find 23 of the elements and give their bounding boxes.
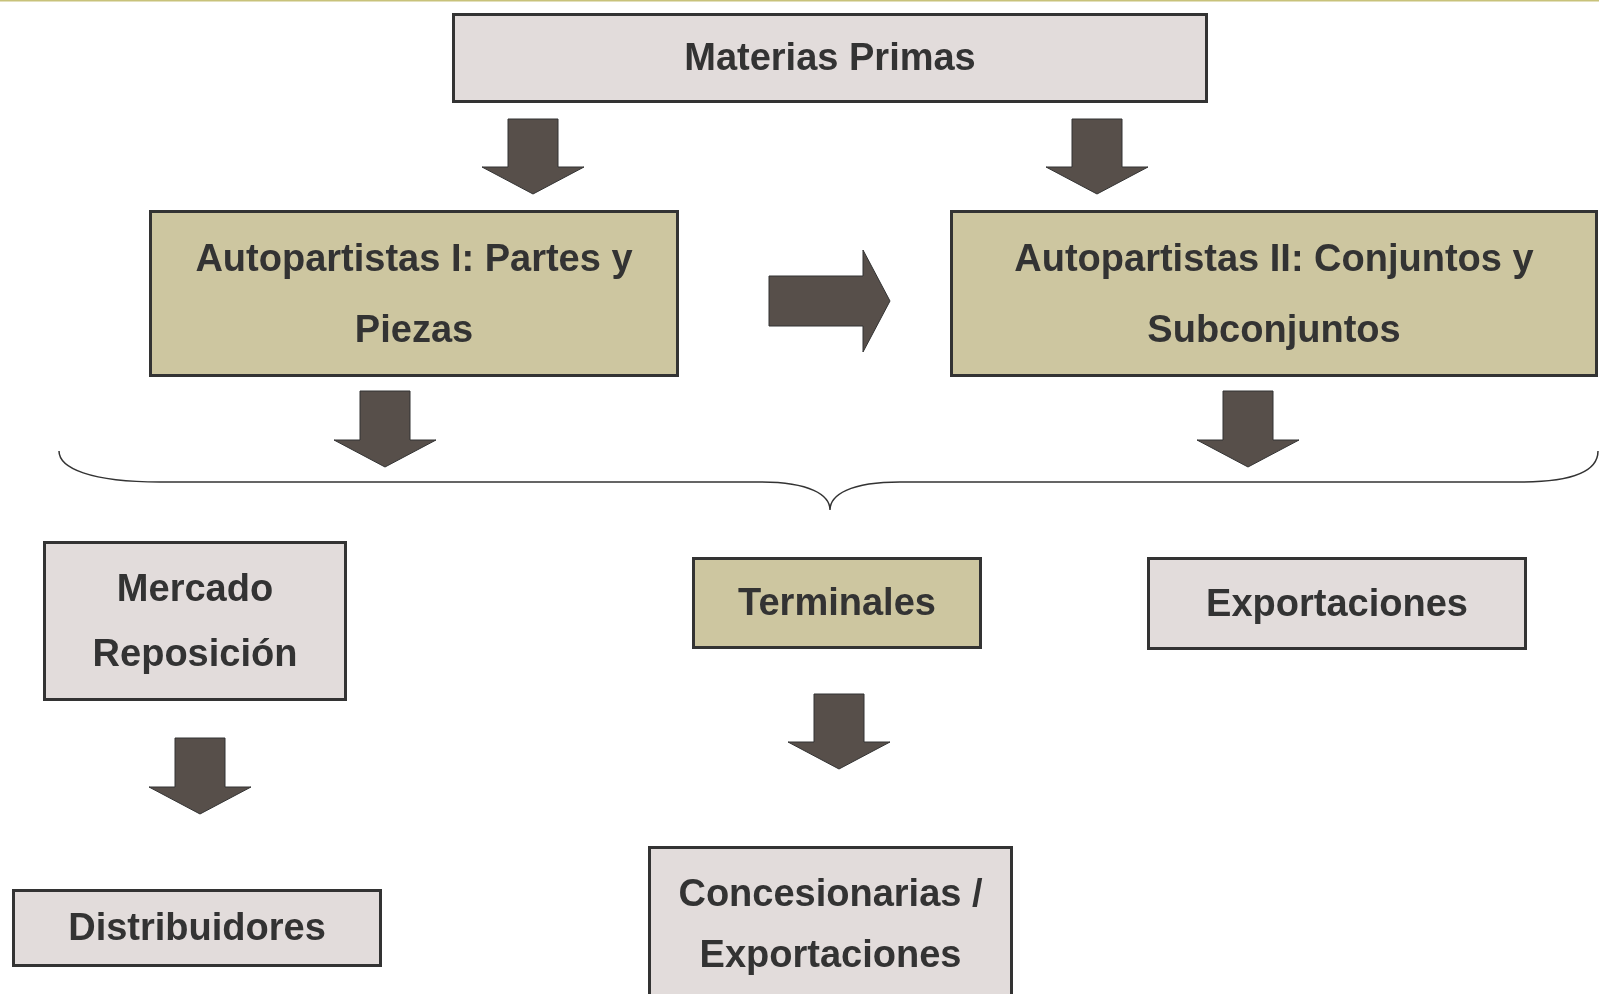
box-label: Terminales [738, 580, 936, 626]
box-label: Distribuidores [68, 905, 326, 951]
process-box [12, 889, 382, 967]
block-arrow [787, 693, 891, 770]
process-box [149, 210, 679, 377]
box-label: Materias Primas [684, 35, 976, 81]
process-box [452, 13, 1208, 103]
block-arrow [333, 390, 437, 468]
box-label: Autopartistas II: Conjuntos y Subconjuntos [1013, 236, 1535, 352]
box-label: Concesionarias / Exportaciones [677, 871, 984, 977]
process-box [648, 846, 1013, 994]
process-box [1147, 557, 1527, 650]
block-arrow [768, 249, 891, 353]
box-label: Exportaciones [1206, 580, 1468, 626]
block-arrow [1196, 390, 1300, 468]
process-box [950, 210, 1598, 377]
box-label: Autopartistas I: Partes y Piezas [194, 236, 634, 352]
block-arrow [148, 737, 252, 815]
process-box [692, 557, 982, 649]
process-box [43, 541, 347, 701]
box-label: Mercado Reposición [91, 566, 299, 676]
block-arrow [481, 118, 585, 195]
block-arrow [1045, 118, 1149, 195]
